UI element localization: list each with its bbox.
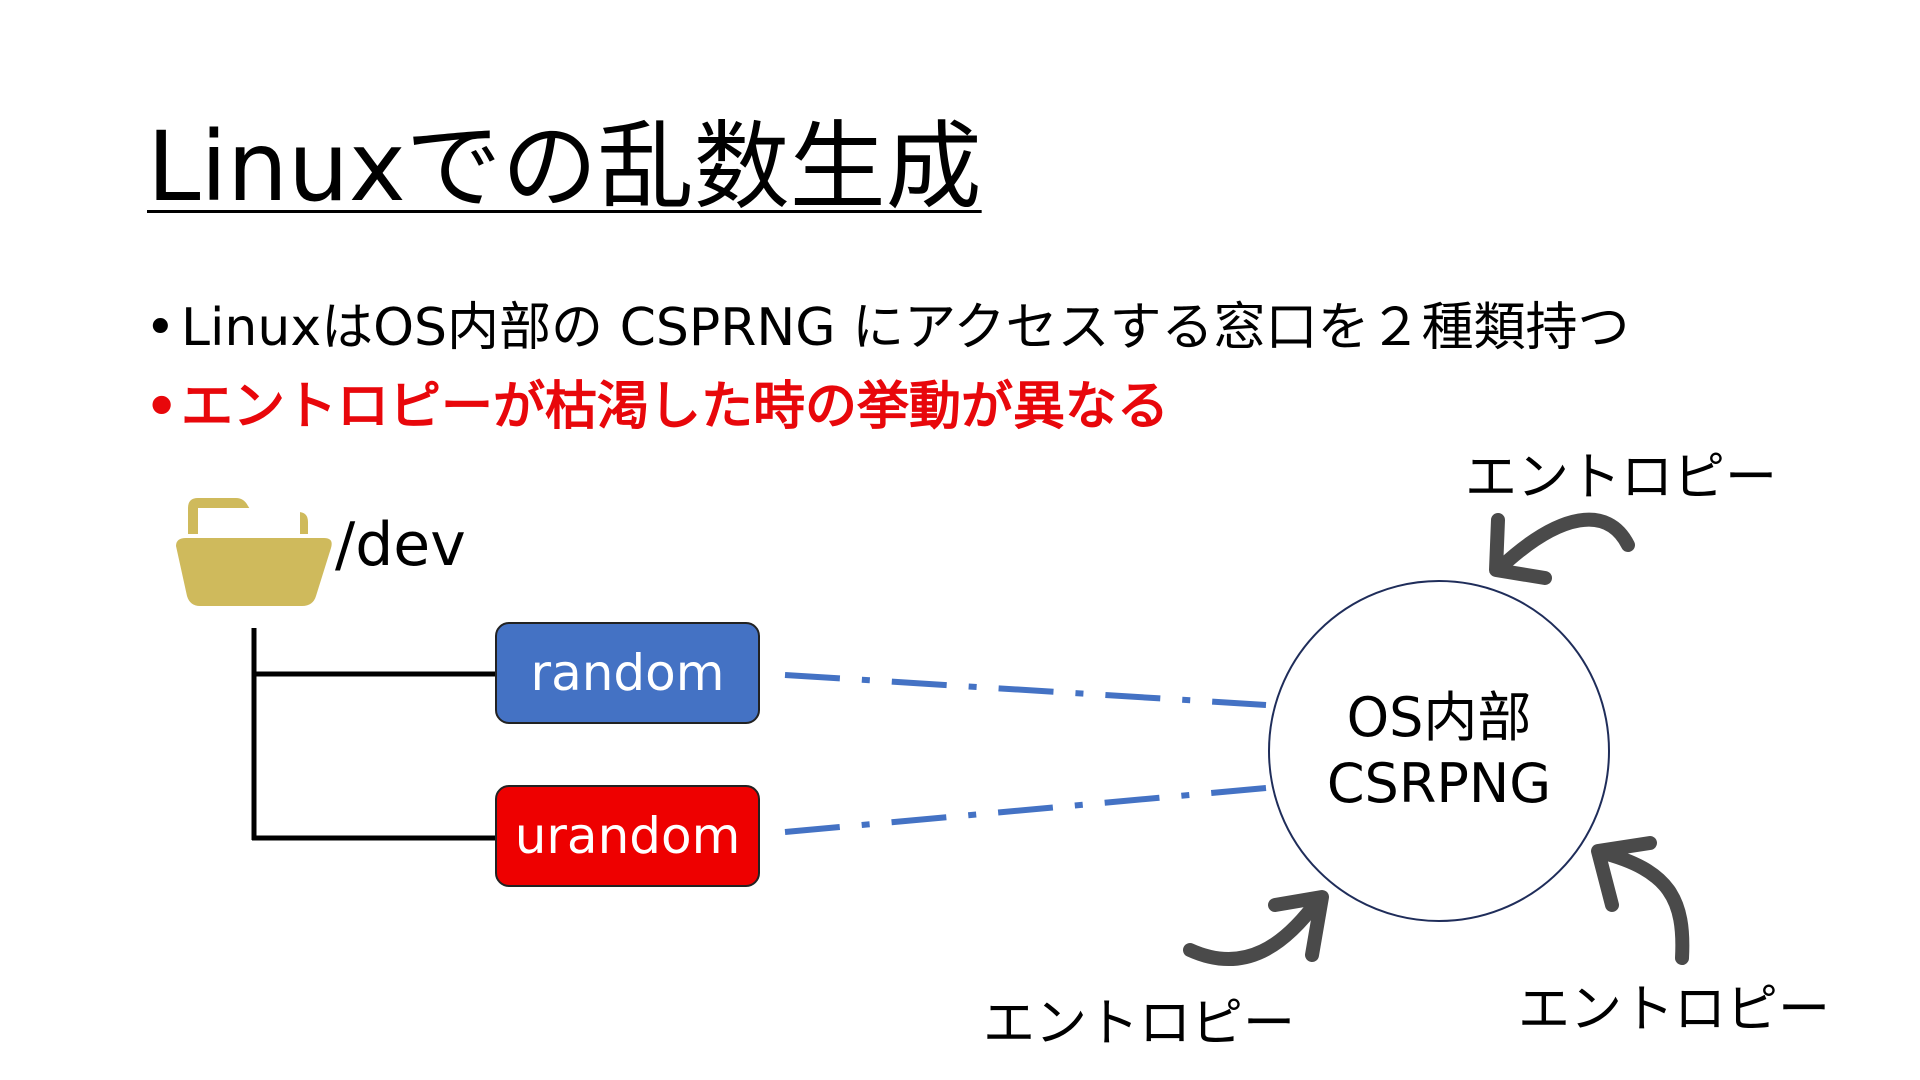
node-random: random: [495, 622, 760, 724]
bullet-dot: •: [145, 298, 176, 358]
curved-arrow-icon: [1183, 893, 1325, 967]
slide-title: Linuxでの乱数生成: [147, 111, 982, 223]
arrow-head-icon: [1268, 890, 1329, 962]
os-csprng-circle: OS内部 CSRPNG: [1268, 580, 1610, 922]
bullet-dot: •: [145, 377, 179, 437]
circle-label-line1: OS内部: [1346, 686, 1532, 749]
circle-label-line2: CSRPNG: [1326, 752, 1552, 815]
dashed-connectors: [784, 672, 1267, 835]
bullet-item-1: •LinuxはOS内部の CSPRNG にアクセスする窓口を２種類持つ: [145, 296, 1630, 360]
entropy-label-top: エントロピー: [1465, 448, 1778, 508]
connector-random: [784, 672, 1267, 708]
connector-urandom: [784, 785, 1267, 835]
arrow-head-icon: [1591, 836, 1657, 912]
entropy-label-bottom-right: エントロピー: [1518, 980, 1831, 1040]
node-urandom: urandom: [495, 785, 760, 887]
dev-directory-label: /dev: [335, 510, 466, 580]
folder-icon: [176, 498, 332, 606]
tree-lines: [251, 628, 497, 841]
entropy-label-bottom-left: エントロピー: [983, 994, 1296, 1054]
curved-arrow-icon: [1493, 512, 1635, 575]
bullet-text-2: エントロピーが枯渇した時の挙動が異なる: [181, 377, 1170, 437]
bullet-text-1: LinuxはOS内部の CSPRNG にアクセスする窓口を２種類持つ: [181, 298, 1630, 358]
bullet-item-2: •エントロピーが枯渇した時の挙動が異なる: [145, 375, 1169, 439]
arrow-head-icon: [1489, 513, 1552, 585]
entropy-arrows: [1183, 512, 1690, 967]
curved-arrow-icon: [1593, 845, 1690, 965]
